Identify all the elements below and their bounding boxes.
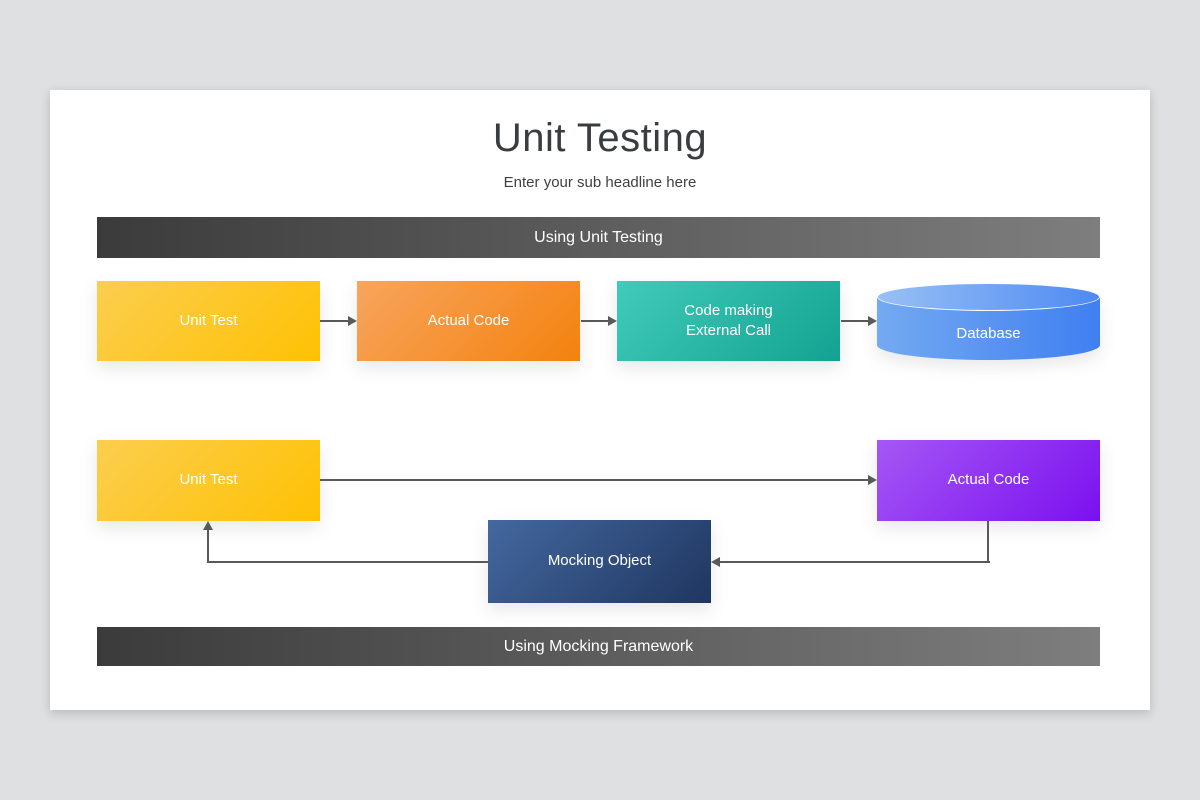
connector-line xyxy=(987,521,989,563)
node-label: Database xyxy=(956,325,1021,342)
connector-line xyxy=(841,320,868,322)
banner-using-unit-testing: Using Unit Testing xyxy=(97,217,1100,258)
banner-label: Using Unit Testing xyxy=(534,228,663,246)
arrowhead-right-icon xyxy=(348,316,357,326)
page-subtitle: Enter your sub headline here xyxy=(503,174,697,191)
node-label: Unit Test xyxy=(179,471,238,489)
connector-line xyxy=(320,320,348,322)
arrowhead-up-icon xyxy=(203,521,213,530)
node-unit-test-2: Unit Test xyxy=(97,440,320,521)
banner-using-mocking-framework: Using Mocking Framework xyxy=(97,627,1100,666)
arrowhead-right-icon xyxy=(608,316,617,326)
node-actual-code-2: Actual Code xyxy=(877,440,1100,521)
connector-line xyxy=(581,320,608,322)
node-label: Actual Code xyxy=(947,471,1030,489)
cylinder-top-ellipse xyxy=(877,283,1100,311)
node-code-making-external-call: Code making External Call xyxy=(617,281,840,361)
slide-canvas: Unit Testing Enter your sub headline her… xyxy=(50,90,1150,710)
arrowhead-right-icon xyxy=(868,316,877,326)
node-actual-code-1: Actual Code xyxy=(357,281,580,361)
node-database-cylinder: Database xyxy=(877,283,1100,360)
arrowhead-left-icon xyxy=(711,557,720,567)
node-label: Mocking Object xyxy=(547,552,652,570)
node-label: Code making External Call xyxy=(684,301,773,339)
connector-line xyxy=(720,561,990,563)
connector-line xyxy=(207,530,209,563)
node-unit-test-1: Unit Test xyxy=(97,281,320,361)
connector-line xyxy=(320,479,868,481)
arrowhead-right-icon xyxy=(868,475,877,485)
node-mocking-object: Mocking Object xyxy=(488,520,711,603)
page-title: Unit Testing xyxy=(492,116,708,160)
node-label: Actual Code xyxy=(427,311,510,329)
connector-line xyxy=(207,561,488,563)
node-label: Unit Test xyxy=(179,311,238,329)
banner-label: Using Mocking Framework xyxy=(503,637,694,655)
